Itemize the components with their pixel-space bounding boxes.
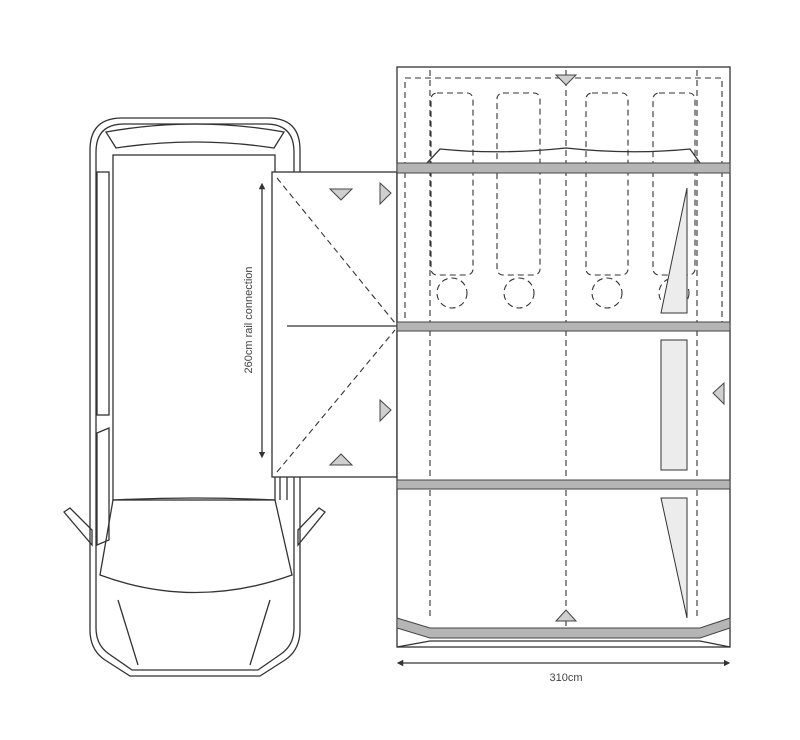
side-window [96,171,110,416]
pole-band [396,162,731,174]
pole-band [396,479,731,490]
pole-band [396,321,731,332]
width-dimension-label: 310cm [549,672,582,684]
mirror-right [297,507,326,547]
rail-dimension-label: 260cm rail connection [243,266,255,373]
side-window [96,427,110,546]
door-marker-icon [379,398,392,423]
rear-window [104,123,286,149]
door-marker-icon [554,74,578,86]
door-marker-icon [328,453,354,466]
door-marker-icon [379,181,392,206]
tent: 310cm [396,66,731,684]
mirror-left [63,507,93,547]
sleeping-bays [426,92,701,309]
pole-band [396,617,731,639]
rail-connector: 260cm rail connection [243,171,398,478]
window [660,497,688,619]
door-marker-icon [554,609,578,622]
window [660,339,688,471]
door-marker-icon [712,381,725,406]
van [63,117,326,677]
window [660,187,688,314]
door-marker-icon [328,188,354,201]
